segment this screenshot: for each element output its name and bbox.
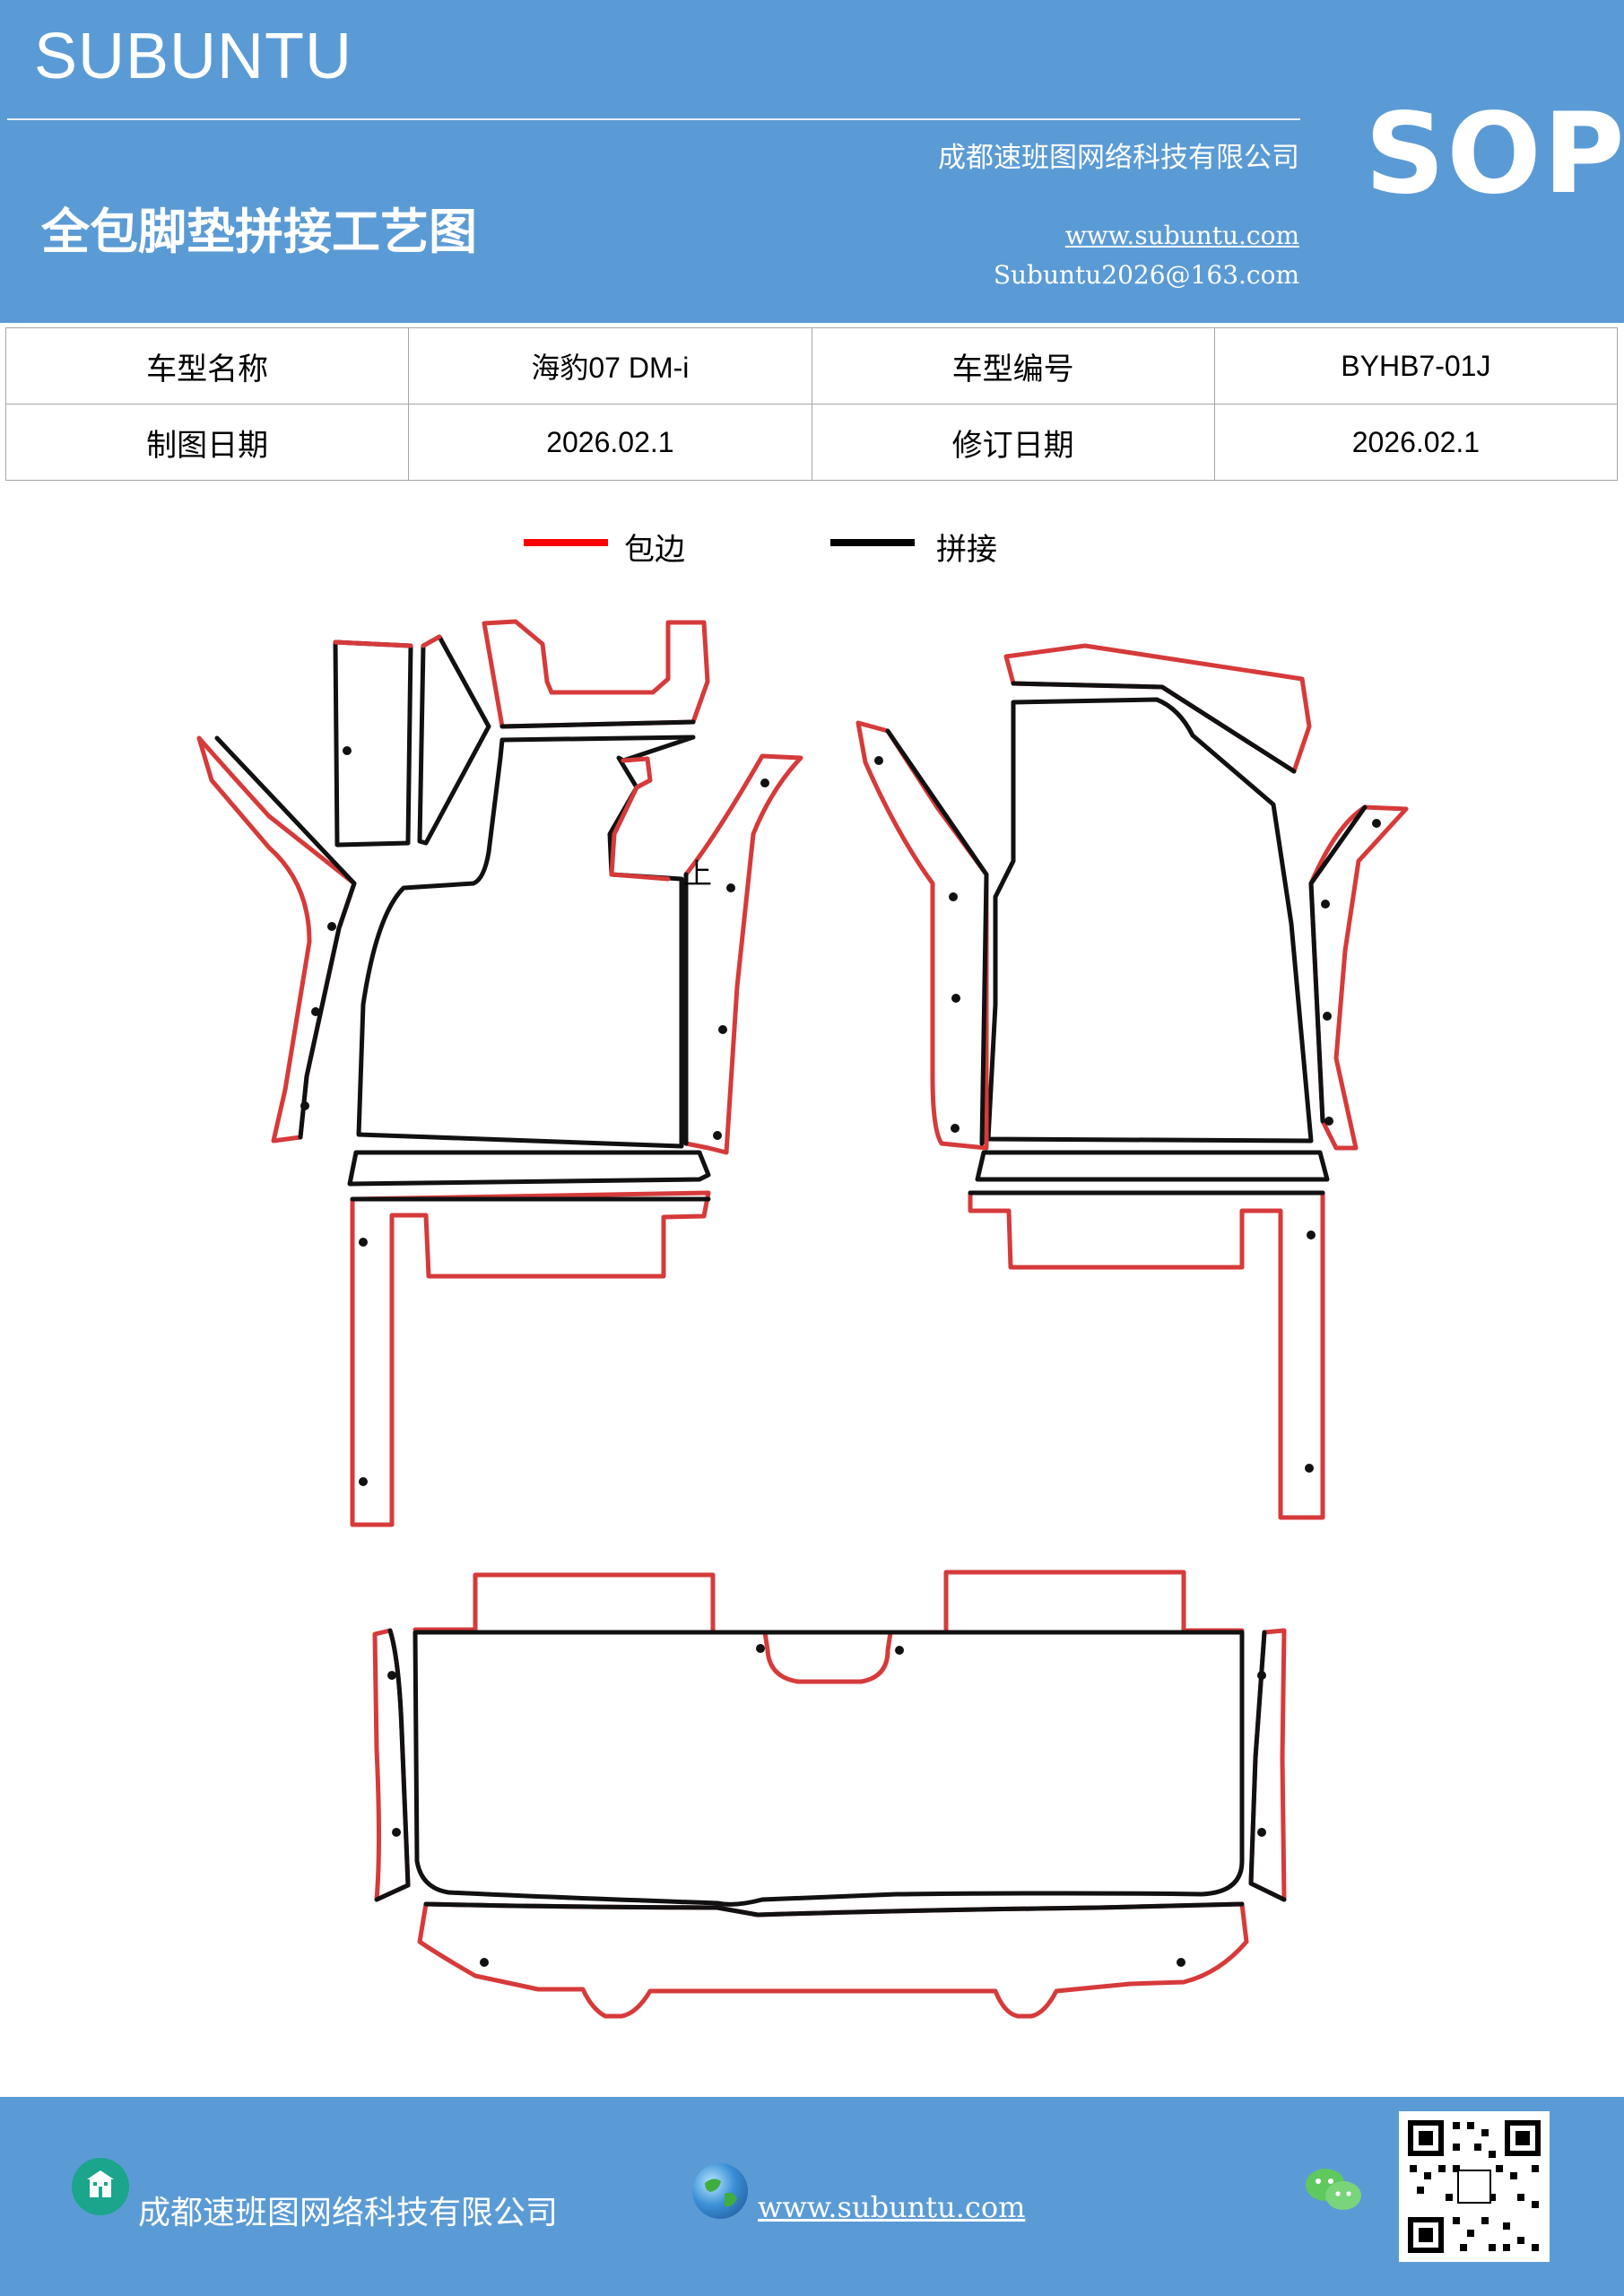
floor-mat-diagram: 上 xyxy=(196,619,1409,2019)
rear-top-edge xyxy=(413,1570,1245,1684)
seam-line xyxy=(214,735,357,1140)
front-bar xyxy=(347,1150,711,1187)
footer-company: 成都速班图网络科技有限公司 xyxy=(138,2195,559,2231)
center-strip xyxy=(417,634,491,846)
legend-label-edge: 包边 xyxy=(624,532,685,568)
table-cell-value: BYHB7-01J xyxy=(1213,327,1619,404)
qr-code[interactable] xyxy=(1399,2111,1550,2262)
wechat-icon xyxy=(1302,2163,1365,2217)
header-email: Subuntu2026@163.com xyxy=(993,260,1299,290)
front-bar-right xyxy=(975,1150,1330,1182)
left-side-panel xyxy=(333,639,413,848)
table-cell-label: 制图日期 xyxy=(4,404,410,481)
legend: 包边 拼接 xyxy=(524,525,1026,570)
right-side-strip xyxy=(1308,804,1409,1151)
driver-main-edge xyxy=(609,756,671,882)
table-cell-label: 车型编号 xyxy=(811,327,1215,404)
header-company: 成都速班图网络科技有限公司 xyxy=(938,142,1299,174)
pedal-tab-seam xyxy=(499,719,696,729)
info-table: 车型名称 海豹07 DM-i 车型编号 BYHB7-01J 制图日期 2026.… xyxy=(4,327,1619,481)
building-icon xyxy=(72,2158,129,2215)
legend-swatch-edge xyxy=(524,539,608,546)
top-strip-seam xyxy=(1011,681,1297,774)
pin-dots xyxy=(874,756,1381,1473)
table-cell-value: 海豹07 DM-i xyxy=(408,327,812,404)
tunnel-strip xyxy=(683,753,803,1155)
left-side-panel-edge xyxy=(333,639,413,648)
rear-tab-right xyxy=(968,1190,1325,1520)
pin-dots xyxy=(300,746,769,1486)
pedal-tab xyxy=(482,619,710,729)
door-strip-right xyxy=(855,720,989,1151)
globe-icon xyxy=(692,2163,748,2219)
table-cell-value: 2026.02.1 xyxy=(1213,404,1619,481)
pin-dots xyxy=(387,1644,1266,1967)
rear-main-mat xyxy=(413,1630,1245,1907)
table-row: 车型名称 海豹07 DM-i 车型编号 BYHB7-01J xyxy=(4,327,1619,404)
front-left-mat: 上 xyxy=(196,619,803,1527)
rear-mat xyxy=(372,1570,1287,2019)
door-sill-strip xyxy=(196,735,357,1144)
passenger-main-mat xyxy=(986,697,1314,1144)
legend-swatch-seam xyxy=(830,539,915,546)
sop-badge: SOP xyxy=(1365,90,1624,219)
footer-url-link[interactable]: www.subuntu.com xyxy=(758,2190,1026,2224)
table-cell-label: 修订日期 xyxy=(811,404,1215,481)
table-cell-value: 2026.02.1 xyxy=(408,404,812,481)
table-cell-label: 车型名称 xyxy=(4,327,410,404)
center-strip-edge xyxy=(421,634,442,648)
page-title: 全包脚垫拼接工艺图 xyxy=(41,203,477,260)
rear-left-seam xyxy=(374,1628,411,1902)
right-side-seam xyxy=(1308,804,1368,1124)
header-divider xyxy=(7,118,1300,120)
header-url-link[interactable]: www.subuntu.com xyxy=(1064,221,1299,250)
footer-banner: 成都速班图网络科技有限公司 www.subuntu.com xyxy=(0,2097,1624,2296)
rear-bottom-strip xyxy=(417,1901,1249,2019)
up-marker: 上 xyxy=(683,857,712,891)
brand-name: SUBUNTU xyxy=(34,21,353,92)
table-row: 制图日期 2026.02.1 修订日期 2026.02.1 xyxy=(4,404,1619,481)
rear-bottom-seam xyxy=(423,1901,1245,1918)
door-strip-right-seam xyxy=(885,728,989,1146)
front-right-mat xyxy=(855,643,1409,1520)
rear-right-seam xyxy=(1248,1630,1287,1902)
rear-tab-left xyxy=(350,1190,711,1527)
header-banner: SUBUNTU 成都速班图网络科技有限公司 全包脚垫拼接工艺图 www.subu… xyxy=(0,0,1624,323)
legend-label-seam: 拼接 xyxy=(936,532,997,568)
